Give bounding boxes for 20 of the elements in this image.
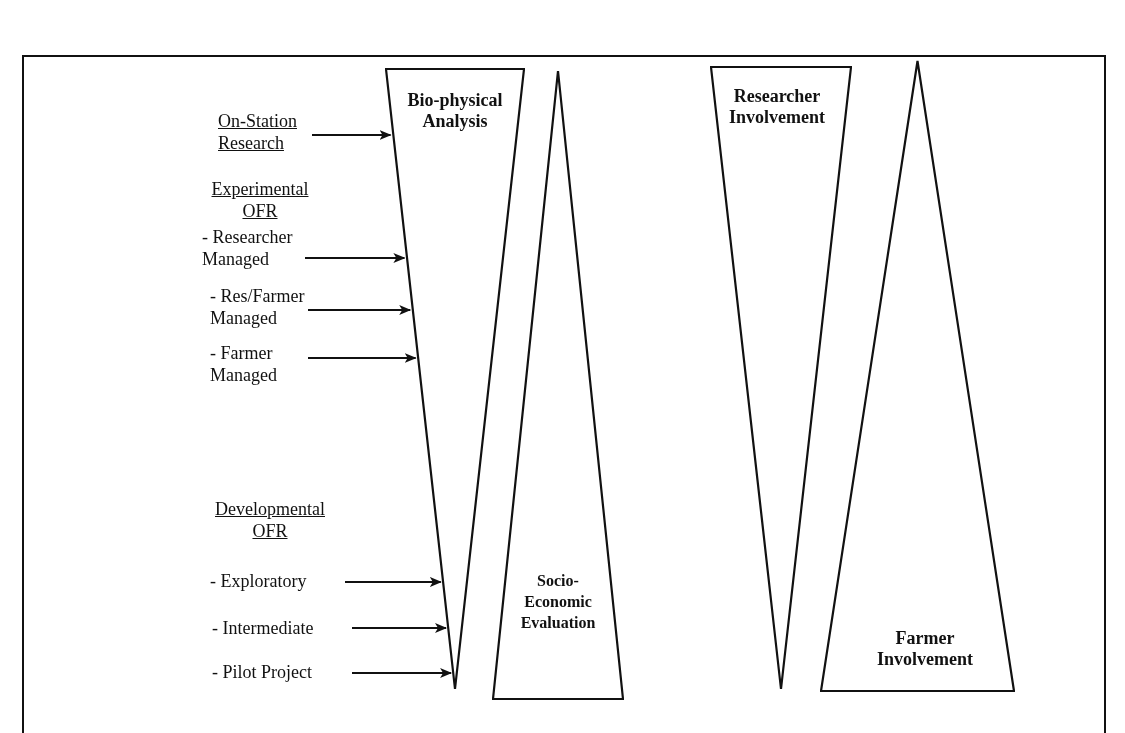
arrow [345,577,442,587]
arrow [308,353,417,363]
triangle-label: Socio-Economic Evaluation [519,571,597,633]
stage-label: - Farmer Managed [210,342,310,386]
stage-label: - Res/Farmer Managed [210,285,310,329]
arrow [308,305,412,315]
triangle-label: Researcher Involvement [728,86,826,128]
category-heading: Experimental OFR [210,178,310,222]
triangle-label: Bio-physical Analysis [406,90,504,132]
arrow [312,130,392,140]
stage-label: - Researcher Managed [202,226,307,270]
arrow [352,668,453,678]
stage-label: - Intermediate [212,617,352,639]
stage-label: On-Station Research [218,110,308,154]
triangle-label: Farmer Involvement [876,628,974,670]
category-heading: Developmental OFR [214,498,326,542]
stage-label: - Exploratory [210,570,350,592]
stage-label: - Pilot Project [212,661,352,683]
arrow [352,623,447,633]
arrow [305,253,406,263]
